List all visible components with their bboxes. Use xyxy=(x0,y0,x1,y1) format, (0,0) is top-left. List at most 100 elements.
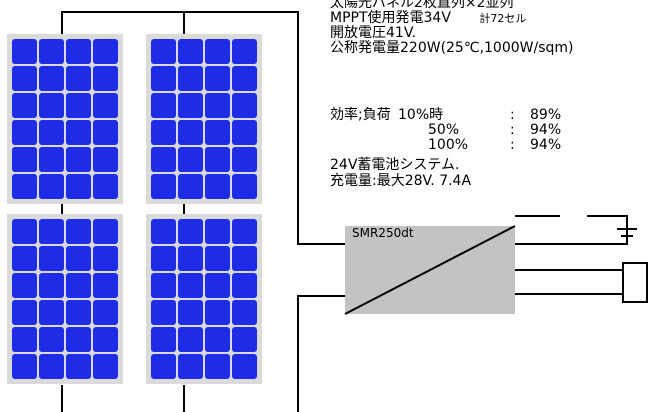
solar-cell xyxy=(39,147,64,172)
solar-cell xyxy=(232,300,257,325)
solar-cell xyxy=(205,39,230,64)
solar-cell xyxy=(232,93,257,118)
solar-cell xyxy=(93,246,118,271)
solar-cell xyxy=(151,66,176,91)
solar-cell xyxy=(232,273,257,298)
solar-cell xyxy=(178,327,203,352)
solar-cell xyxy=(151,174,176,199)
solar-cell xyxy=(39,219,64,244)
solar-panel-array xyxy=(7,34,262,384)
solar-cell xyxy=(66,327,91,352)
load-icon xyxy=(622,262,648,303)
solar-cell xyxy=(39,93,64,118)
solar-cell xyxy=(12,246,37,271)
solar-cell xyxy=(12,300,37,325)
solar-cell xyxy=(93,273,118,298)
solar-cell xyxy=(178,219,203,244)
solar-cell xyxy=(66,147,91,172)
battery-system: 24V蓄電池システム. xyxy=(330,157,460,173)
solar-cell xyxy=(93,219,118,244)
solar-cell xyxy=(66,354,91,379)
solar-cell xyxy=(178,174,203,199)
solar-cell xyxy=(151,120,176,145)
solar-cell xyxy=(205,147,230,172)
solar-cell xyxy=(39,273,64,298)
solar-cell xyxy=(66,219,91,244)
wire-battery xyxy=(515,215,628,245)
solar-cell xyxy=(93,327,118,352)
solar-cell xyxy=(66,66,91,91)
solar-cell xyxy=(12,219,37,244)
solar-cell xyxy=(232,327,257,352)
solar-cell xyxy=(66,120,91,145)
solar-cell xyxy=(232,120,257,145)
wire-controller-negative xyxy=(297,295,345,412)
solar-cell xyxy=(178,354,203,379)
spec-nominal-power: 公称発電量220W(25℃,1000W/sqm) xyxy=(330,40,574,56)
solar-cell xyxy=(39,66,64,91)
solar-cell xyxy=(232,147,257,172)
solar-cell xyxy=(178,246,203,271)
solar-cell xyxy=(205,354,230,379)
solar-cell xyxy=(12,174,37,199)
solar-cell xyxy=(205,246,230,271)
spec-open-voltage: 開放電圧41V. xyxy=(330,25,417,41)
solar-cell xyxy=(151,93,176,118)
efficiency-colon-1: : xyxy=(510,107,515,123)
solar-cell xyxy=(93,174,118,199)
solar-cell xyxy=(151,147,176,172)
efficiency-load-2: 50% xyxy=(428,122,460,138)
solar-cell xyxy=(178,147,203,172)
solar-cell xyxy=(66,39,91,64)
solar-cell xyxy=(232,354,257,379)
solar-cell xyxy=(232,39,257,64)
solar-cell xyxy=(93,300,118,325)
solar-cell xyxy=(151,327,176,352)
efficiency-value-2: 94% xyxy=(530,122,562,138)
solar-cell xyxy=(178,66,203,91)
solar-panel-bottom-right xyxy=(146,214,262,384)
solar-cell xyxy=(205,219,230,244)
controller-diagonal xyxy=(344,225,516,315)
efficiency-load-3: 100% xyxy=(428,137,469,153)
solar-cell xyxy=(66,174,91,199)
solar-cell xyxy=(205,273,230,298)
solar-cell xyxy=(93,93,118,118)
efficiency-value-1: 89% xyxy=(530,107,562,123)
solar-cell xyxy=(39,246,64,271)
solar-cell xyxy=(93,120,118,145)
solar-cell xyxy=(12,273,37,298)
solar-panel-top-left xyxy=(7,34,123,204)
battery-charge: 充電量:最大28V. 7.4A xyxy=(330,173,472,189)
solar-cell xyxy=(39,174,64,199)
solar-cell xyxy=(12,147,37,172)
battery-icon xyxy=(617,228,637,237)
solar-cell xyxy=(232,219,257,244)
efficiency-colon-3: : xyxy=(510,137,515,153)
spec-mppt-voltage: MPPT使用発電34V 計72セル xyxy=(330,11,526,26)
solar-cell xyxy=(12,39,37,64)
solar-panel-bottom-left xyxy=(7,214,123,384)
solar-cell xyxy=(205,120,230,145)
spec-cell-count: 計72セル xyxy=(479,12,527,25)
solar-cell xyxy=(66,93,91,118)
solar-cell xyxy=(66,273,91,298)
solar-cell xyxy=(178,120,203,145)
solar-cell xyxy=(151,219,176,244)
solar-cell xyxy=(151,39,176,64)
solar-cell xyxy=(178,273,203,298)
charge-controller xyxy=(344,225,516,315)
solar-cell xyxy=(66,300,91,325)
solar-cell xyxy=(232,66,257,91)
wiring xyxy=(61,11,628,412)
spec-mppt-text: MPPT使用発電34V xyxy=(330,10,451,26)
spec-panel-config: 太陽光パネル2枚直列×2並列 xyxy=(330,0,514,11)
solar-cell xyxy=(12,120,37,145)
solar-cell xyxy=(93,66,118,91)
solar-cell xyxy=(178,39,203,64)
solar-cell xyxy=(93,39,118,64)
solar-cell xyxy=(205,174,230,199)
solar-cell xyxy=(232,246,257,271)
